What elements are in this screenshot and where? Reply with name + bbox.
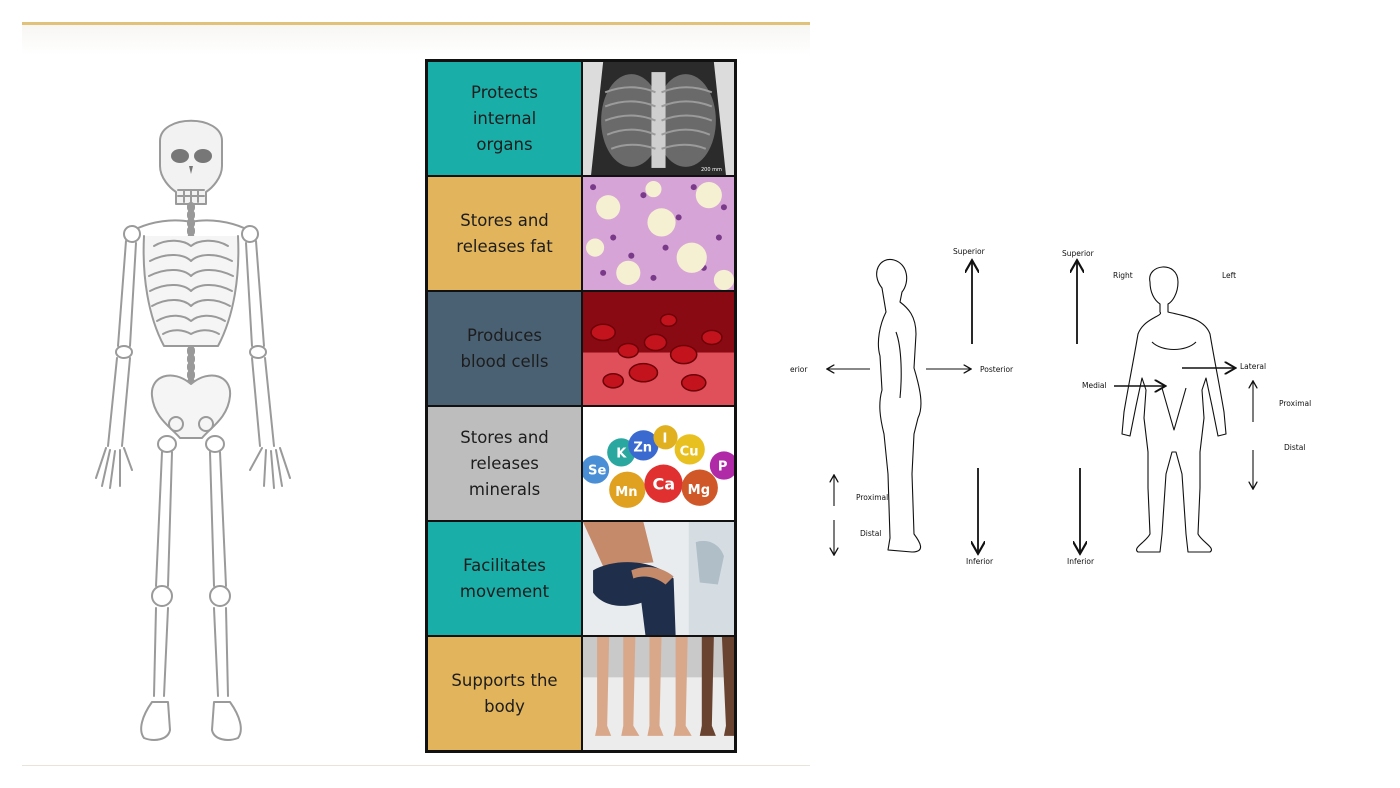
side-anterior-label: erior <box>790 365 808 374</box>
svg-text:Zn: Zn <box>633 440 652 455</box>
side-posterior-label: Posterior <box>980 365 1014 374</box>
bottom-divider <box>22 765 810 766</box>
standing-legs-image <box>583 637 734 750</box>
knee-exercise-image <box>583 522 734 635</box>
skeleton-illustration <box>72 106 312 746</box>
xray-scale: 200 mm <box>701 167 722 173</box>
anatomical-directions-diagram: Superior Inferior erior Posterior Proxim… <box>790 238 1360 583</box>
svg-text:Mn: Mn <box>615 485 637 500</box>
minerals-image: Se K Zn I Cu P Mn Ca Mg <box>583 407 734 520</box>
side-superior-label: Superior <box>953 247 986 256</box>
header-fade <box>22 25 810 55</box>
chest-xray-image: 200 mm <box>583 62 734 175</box>
front-superior-label: Superior <box>1062 249 1095 258</box>
front-right-label: Right <box>1113 271 1133 280</box>
front-lateral-label: Lateral <box>1240 362 1266 371</box>
skull <box>159 119 223 205</box>
front-inferior-label: Inferior <box>1067 557 1095 566</box>
svg-text:I: I <box>663 431 668 446</box>
front-proximal-label: Proximal <box>1279 399 1311 408</box>
svg-text:Cu: Cu <box>680 444 699 459</box>
front-view-body <box>1121 266 1227 553</box>
svg-text:Mg: Mg <box>688 483 710 498</box>
top-accent-line <box>22 22 810 25</box>
red-blood-cells-image <box>583 292 734 405</box>
svg-text:Se: Se <box>588 464 606 479</box>
side-distal-label: Distal <box>860 529 881 538</box>
bone-marrow-image <box>583 177 734 290</box>
front-medial-label: Medial <box>1082 381 1107 390</box>
side-view-body <box>876 258 922 553</box>
svg-text:P: P <box>718 460 728 475</box>
front-left-label: Left <box>1222 271 1236 280</box>
side-proximal-label: Proximal <box>856 493 888 502</box>
front-distal-label: Distal <box>1284 443 1305 452</box>
side-inferior-label: Inferior <box>966 557 994 566</box>
svg-text:K: K <box>616 446 627 461</box>
svg-text:Ca: Ca <box>652 475 675 494</box>
